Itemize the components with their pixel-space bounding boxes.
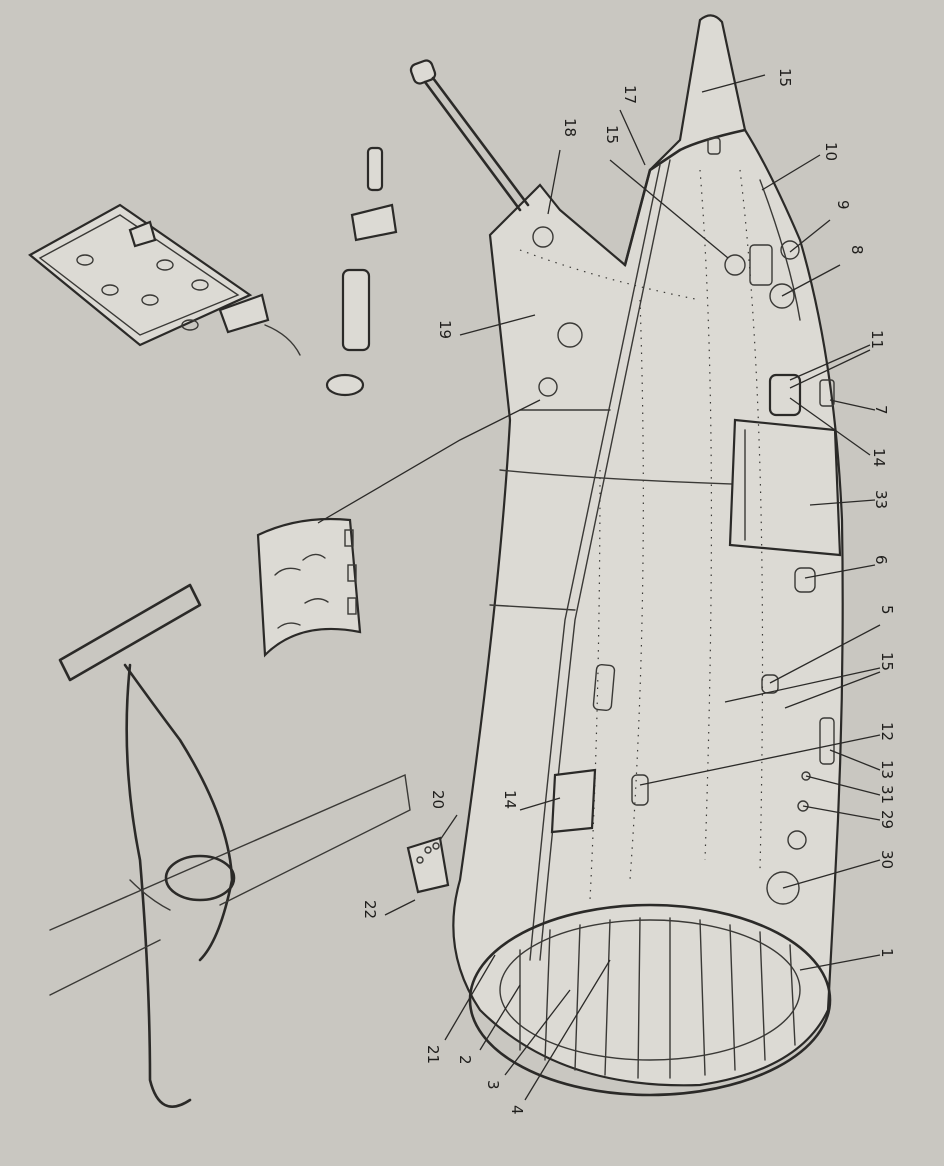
curved-panel [256,399,541,658]
callout-21: 21 [424,1045,442,1064]
leader-lines [384,74,881,1101]
callout-16: 15 [776,68,794,87]
callout-3: 3 [484,1080,502,1090]
callout-15-top: 15 [603,125,621,144]
callout-20: 20 [429,790,447,809]
access-door [28,203,301,356]
callout-17: 17 [621,85,639,104]
callout-15-right: 15 [878,652,896,671]
callout-30: 30 [878,850,896,869]
fastener-rod [409,59,530,212]
fuselage-shell [452,14,844,1097]
callout-10: 10 [822,142,840,161]
callout-22: 22 [361,900,379,919]
callout-9: 9 [834,200,852,210]
callout-6: 6 [872,555,890,565]
aircraft-locator-silhouette [49,583,411,1108]
callout-14-left: 14 [501,790,519,809]
callout-2: 2 [456,1055,474,1065]
bolt-assembly [325,146,398,397]
callout-1: 1 [878,948,896,958]
callout-33: 33 [872,490,890,509]
callout-7: 7 [872,405,890,415]
callout-5: 5 [878,605,896,615]
callout-12: 12 [878,722,896,741]
callout-13: 13 [878,760,896,779]
callout-4: 4 [508,1105,526,1115]
small-plate [406,836,450,894]
callout-29: 29 [878,810,896,829]
callout-8: 8 [848,245,866,255]
callout-11: 11 [868,330,886,349]
callout-14-right: 14 [870,448,888,467]
callout-labels: 15 17 18 15 10 9 8 19 11 7 14 33 6 5 15 … [361,68,896,1115]
callout-19: 19 [436,320,454,339]
callout-31: 31 [878,785,896,804]
callout-18: 18 [561,118,579,137]
